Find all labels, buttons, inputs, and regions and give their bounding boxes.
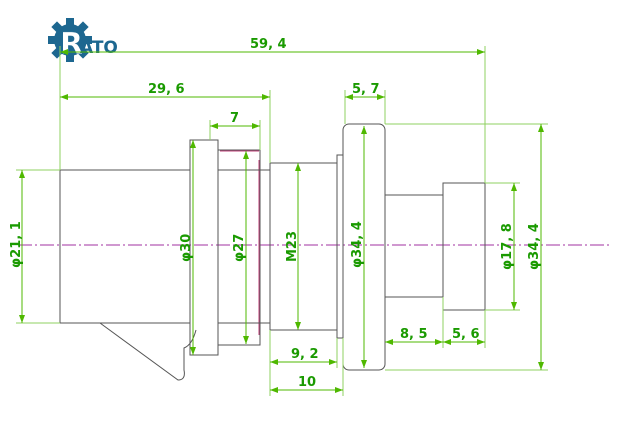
dim-rear-dia: φ17, 8 (500, 223, 515, 270)
logo-text: ATO (80, 38, 118, 58)
dim-overall-dia: φ34, 4 (527, 223, 542, 270)
dim-thread-length: 9, 2 (291, 347, 319, 362)
dim-thread: M23 (285, 231, 300, 262)
dim-flange-width: 5, 7 (352, 82, 380, 97)
dim-flange-dia: φ34, 4 (350, 221, 365, 268)
dim-front-length: 29, 6 (148, 82, 185, 97)
dim-ring-outer-dia: φ30 (179, 234, 194, 262)
extension-lines (16, 46, 548, 396)
dim-overall-length: 59, 4 (250, 37, 287, 52)
dim-neck-length: 8, 5 (400, 327, 428, 342)
dim-thread-to-flange: 10 (298, 375, 316, 390)
dim-ring-width: 7 (230, 111, 239, 126)
dim-ring-inner-dia: φ27 (232, 234, 247, 262)
logo: R ATO (48, 18, 118, 62)
dim-front-dia: φ21, 1 (9, 221, 24, 268)
dimension-lines (19, 49, 544, 393)
dim-rear-length: 5, 6 (452, 327, 480, 342)
